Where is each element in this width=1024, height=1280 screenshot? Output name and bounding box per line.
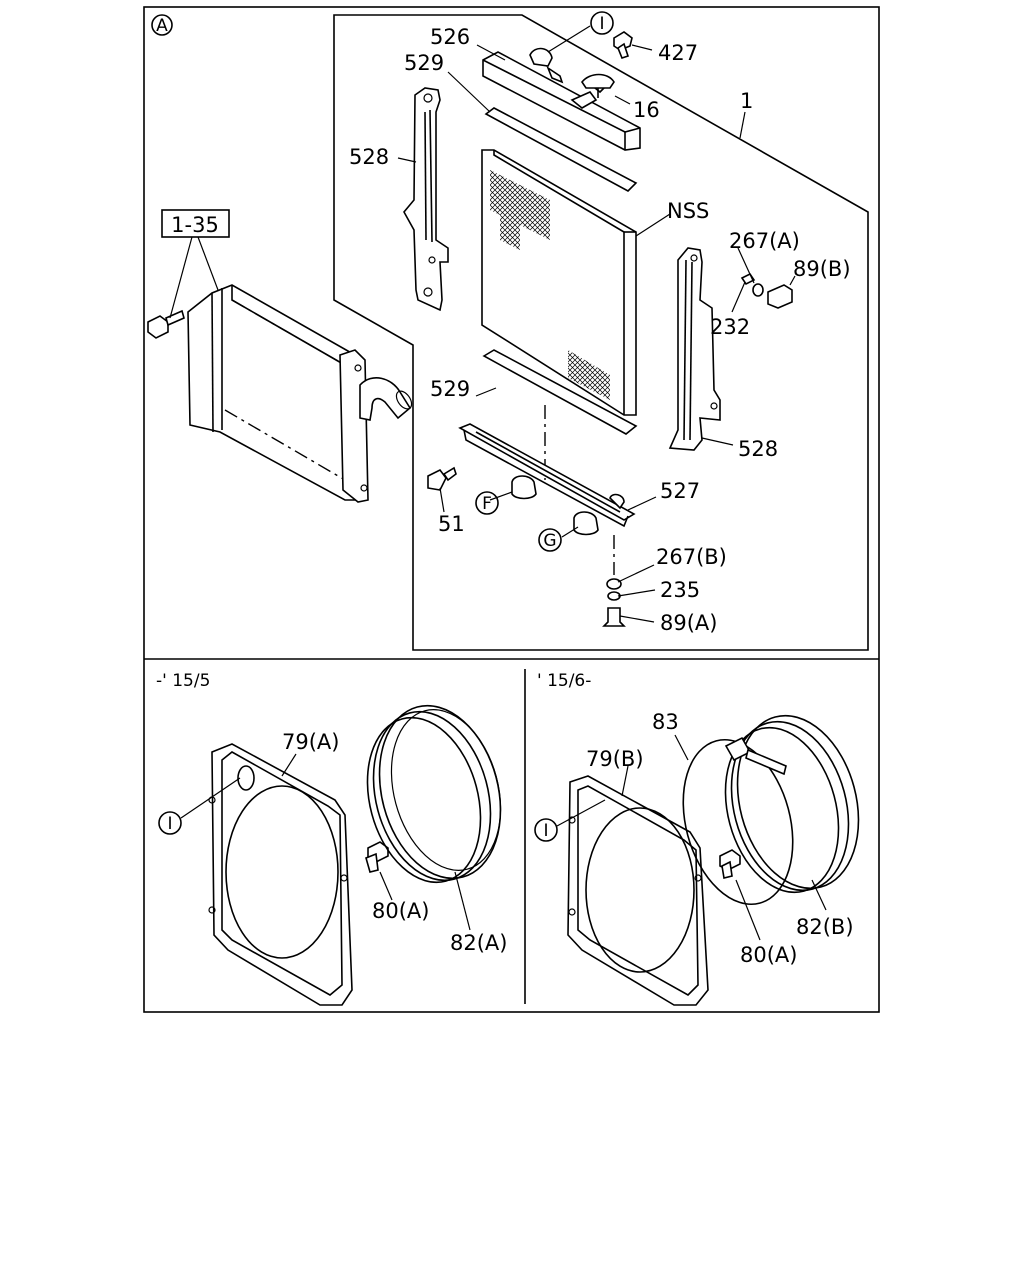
radiator-core xyxy=(481,149,637,416)
leader-79b xyxy=(621,765,629,797)
leader-82b xyxy=(811,879,827,911)
label-79a: 79(A) xyxy=(282,730,339,754)
diagram-frame xyxy=(143,6,880,1013)
callout-i-lower-left: I xyxy=(158,777,241,835)
fan-ring-82a xyxy=(366,704,502,884)
bolt-427 xyxy=(613,31,633,59)
label-528-right: 528 xyxy=(738,437,778,461)
label-83: 83 xyxy=(652,710,679,734)
label-79b: 79(B) xyxy=(586,747,644,771)
fan-shroud-79b xyxy=(567,775,709,1006)
view-a-marker: A xyxy=(151,14,173,36)
svg-text:G: G xyxy=(543,531,556,551)
reference-box-1-35: 1-35 xyxy=(161,209,230,319)
side-bracket-528-right xyxy=(668,247,721,451)
label-529-bottom: 529 xyxy=(430,377,470,401)
bolt-80a-left xyxy=(365,841,389,873)
label-529-top: 529 xyxy=(404,51,444,75)
assembly-outline xyxy=(333,14,869,651)
callout-f: F xyxy=(475,491,499,515)
svg-text:1-35: 1-35 xyxy=(171,213,219,237)
leader-80a-right xyxy=(735,879,761,941)
label-89b: 89(B) xyxy=(793,257,851,281)
fan-shroud-79a xyxy=(208,743,353,1006)
period-label-right: ' 15/6- xyxy=(537,671,591,691)
label-51: 51 xyxy=(438,512,465,536)
label-16: 16 xyxy=(633,98,660,122)
radiator-assembly-view xyxy=(147,284,413,503)
upper-tank-526 xyxy=(482,47,641,151)
callout-i-upper: I xyxy=(590,11,614,35)
svg-text:A: A xyxy=(156,16,168,36)
leader-82a xyxy=(454,871,471,931)
svg-text:I: I xyxy=(599,14,604,34)
label-80a-right: 80(A) xyxy=(740,943,797,967)
radiator-cap-16 xyxy=(581,73,615,98)
svg-text:I: I xyxy=(543,821,548,841)
callout-g: G xyxy=(538,528,562,552)
lower-tank-527 xyxy=(458,423,636,536)
gasket-529-bottom xyxy=(482,349,638,435)
label-527: 527 xyxy=(660,479,700,503)
bolt-80a-right xyxy=(719,849,741,879)
fasteners-267b-235-89a xyxy=(602,535,626,627)
label-427: 427 xyxy=(658,41,698,65)
label-nss: NSS xyxy=(667,199,709,223)
period-label-left: -' 15/5 xyxy=(156,671,210,691)
callout-i-lower-right: I xyxy=(534,799,606,842)
fan-ring-82b xyxy=(724,714,860,894)
fasteners-232-267a-89b xyxy=(740,272,793,309)
leader-83 xyxy=(674,734,689,761)
leader-80a-left xyxy=(379,871,393,901)
drain-plug-51 xyxy=(427,466,457,513)
svg-text:F: F xyxy=(482,494,492,514)
label-82b: 82(B) xyxy=(796,915,854,939)
clamp-83 xyxy=(682,736,794,906)
label-232: 232 xyxy=(710,315,750,339)
label-235: 235 xyxy=(660,578,700,602)
leader-lines xyxy=(397,25,796,623)
label-82a: 82(A) xyxy=(450,931,507,955)
label-267a: 267(A) xyxy=(729,229,800,253)
label-89a: 89(A) xyxy=(660,611,717,635)
svg-text:I: I xyxy=(167,814,172,834)
label-80a-left: 80(A) xyxy=(372,899,429,923)
leader-79a xyxy=(281,753,297,777)
gasket-529-top xyxy=(484,107,638,192)
label-528-left: 528 xyxy=(349,145,389,169)
side-bracket-528-left xyxy=(403,87,449,312)
label-1: 1 xyxy=(740,89,753,113)
label-267b: 267(B) xyxy=(656,545,727,569)
label-526: 526 xyxy=(430,25,470,49)
